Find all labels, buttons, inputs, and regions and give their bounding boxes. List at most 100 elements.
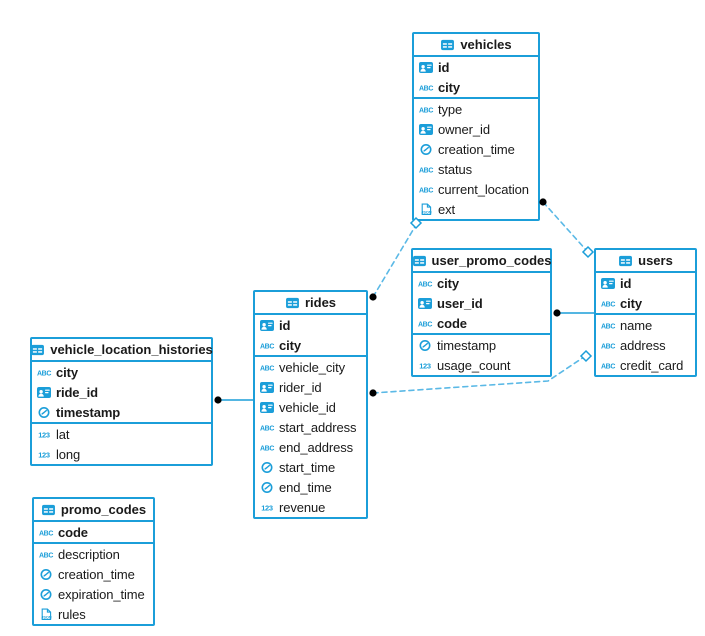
relation-endpoint-dot <box>539 198 547 206</box>
field-name: current_location <box>438 181 529 197</box>
field-row[interactable]: end_address <box>255 437 366 457</box>
id-badge-icon <box>600 277 616 290</box>
field-row[interactable]: address <box>596 335 695 355</box>
table-name: promo_codes <box>60 502 147 517</box>
table-user-promo-codes[interactable]: user_promo_codes city user_id code times… <box>411 248 552 377</box>
field-name: name <box>620 317 653 333</box>
table-header[interactable]: promo_codes <box>34 499 153 522</box>
table-icon <box>285 297 300 309</box>
abc-icon <box>418 103 434 116</box>
table-users[interactable]: users id city name address credit_card <box>594 248 697 377</box>
field-row[interactable]: city <box>596 293 695 313</box>
field-row[interactable]: ext <box>414 199 538 219</box>
field-row[interactable]: current_location <box>414 179 538 199</box>
table-promo-codes[interactable]: promo_codes code description creation_ti… <box>32 497 155 626</box>
relation-endpoint-dot <box>369 293 377 301</box>
field-row[interactable]: vehicle_id <box>255 397 366 417</box>
field-row[interactable]: credit_card <box>596 355 695 375</box>
field-row[interactable]: type <box>414 99 538 119</box>
field-row[interactable]: start_time <box>255 457 366 477</box>
relation-vehicles-users[interactable] <box>542 201 588 252</box>
field-row[interactable]: owner_id <box>414 119 538 139</box>
field-name: creation_time <box>438 141 515 157</box>
field-row[interactable]: city <box>255 335 366 355</box>
field-name: timestamp <box>56 404 121 420</box>
table-name: vehicle_location_histories <box>50 342 213 357</box>
json-icon <box>38 608 54 621</box>
field-row[interactable]: id <box>414 57 538 77</box>
primary-key-section: city ride_id timestamp <box>32 362 211 422</box>
field-row[interactable]: creation_time <box>34 564 153 584</box>
relation-endpoint-dot <box>214 396 222 404</box>
field-row[interactable]: city <box>413 273 550 293</box>
field-name: code <box>437 315 467 331</box>
field-row[interactable]: vehicle_city <box>255 357 366 377</box>
field-name: address <box>620 337 666 353</box>
field-row[interactable]: start_address <box>255 417 366 437</box>
table-vehicles[interactable]: vehicles id city type owner_id creation_… <box>412 32 540 221</box>
field-row[interactable]: id <box>596 273 695 293</box>
field-row[interactable]: rider_id <box>255 377 366 397</box>
field-row[interactable]: end_time <box>255 477 366 497</box>
table-header[interactable]: vehicle_location_histories <box>32 339 213 362</box>
field-name: end_time <box>279 479 332 495</box>
field-name: city <box>437 275 460 291</box>
clock-icon <box>418 143 434 156</box>
field-name: timestamp <box>437 337 497 353</box>
relation-rides-vehicles[interactable] <box>372 224 417 298</box>
field-name: long <box>56 446 81 462</box>
table-header[interactable]: vehicles <box>414 34 538 57</box>
field-row[interactable]: description <box>34 544 153 564</box>
relation-endpoint-dot <box>369 389 377 397</box>
field-name: city <box>279 337 302 353</box>
abc-icon <box>600 297 616 310</box>
abc-icon <box>417 317 433 330</box>
field-row[interactable]: id <box>255 315 366 335</box>
abc-icon <box>600 359 616 372</box>
field-row[interactable]: code <box>413 313 550 333</box>
field-row[interactable]: city <box>414 77 538 97</box>
table-header[interactable]: users <box>596 250 695 273</box>
table-rides[interactable]: rides id city vehicle_city rider_id vehi… <box>253 290 368 519</box>
field-row[interactable]: name <box>596 315 695 335</box>
abc-icon <box>259 339 275 352</box>
abc-icon <box>38 548 54 561</box>
table-header[interactable]: user_promo_codes <box>412 250 551 273</box>
field-name: end_address <box>279 439 354 455</box>
field-row[interactable]: rules <box>34 604 153 624</box>
table-vehicle-location-histories[interactable]: vehicle_location_histories city ride_id … <box>30 337 213 466</box>
field-row[interactable]: timestamp <box>32 402 211 422</box>
field-row[interactable]: ride_id <box>32 382 211 402</box>
table-header[interactable]: rides <box>255 292 366 315</box>
id-badge-icon <box>259 381 275 394</box>
field-row[interactable]: timestamp <box>413 335 550 355</box>
fields-section: lat long <box>32 422 211 464</box>
abc-icon <box>600 339 616 352</box>
field-name: ride_id <box>56 384 98 400</box>
field-row[interactable]: city <box>32 362 211 382</box>
field-name: id <box>438 59 450 75</box>
field-row[interactable]: expiration_time <box>34 584 153 604</box>
table-icon <box>440 39 455 51</box>
field-row[interactable]: lat <box>32 424 211 444</box>
relation-endpoint-diamond <box>581 245 595 259</box>
relation-endpoint-dot <box>553 309 561 317</box>
field-row[interactable]: long <box>32 444 211 464</box>
primary-key-section: city user_id code <box>413 273 550 333</box>
field-name: city <box>620 295 643 311</box>
abc-icon <box>417 277 433 290</box>
clock-icon <box>259 461 275 474</box>
field-row[interactable]: status <box>414 159 538 179</box>
field-name: creation_time <box>58 566 135 582</box>
field-row[interactable]: revenue <box>255 497 366 517</box>
field-row[interactable]: user_id <box>413 293 550 313</box>
table-icon <box>412 255 427 267</box>
table-name: rides <box>304 295 337 310</box>
field-name: id <box>279 317 291 333</box>
field-row[interactable]: usage_count <box>413 355 550 375</box>
field-name: revenue <box>279 499 326 515</box>
field-row[interactable]: creation_time <box>414 139 538 159</box>
field-row[interactable]: code <box>34 522 153 542</box>
field-name: city <box>56 364 79 380</box>
field-name: expiration_time <box>58 586 145 602</box>
